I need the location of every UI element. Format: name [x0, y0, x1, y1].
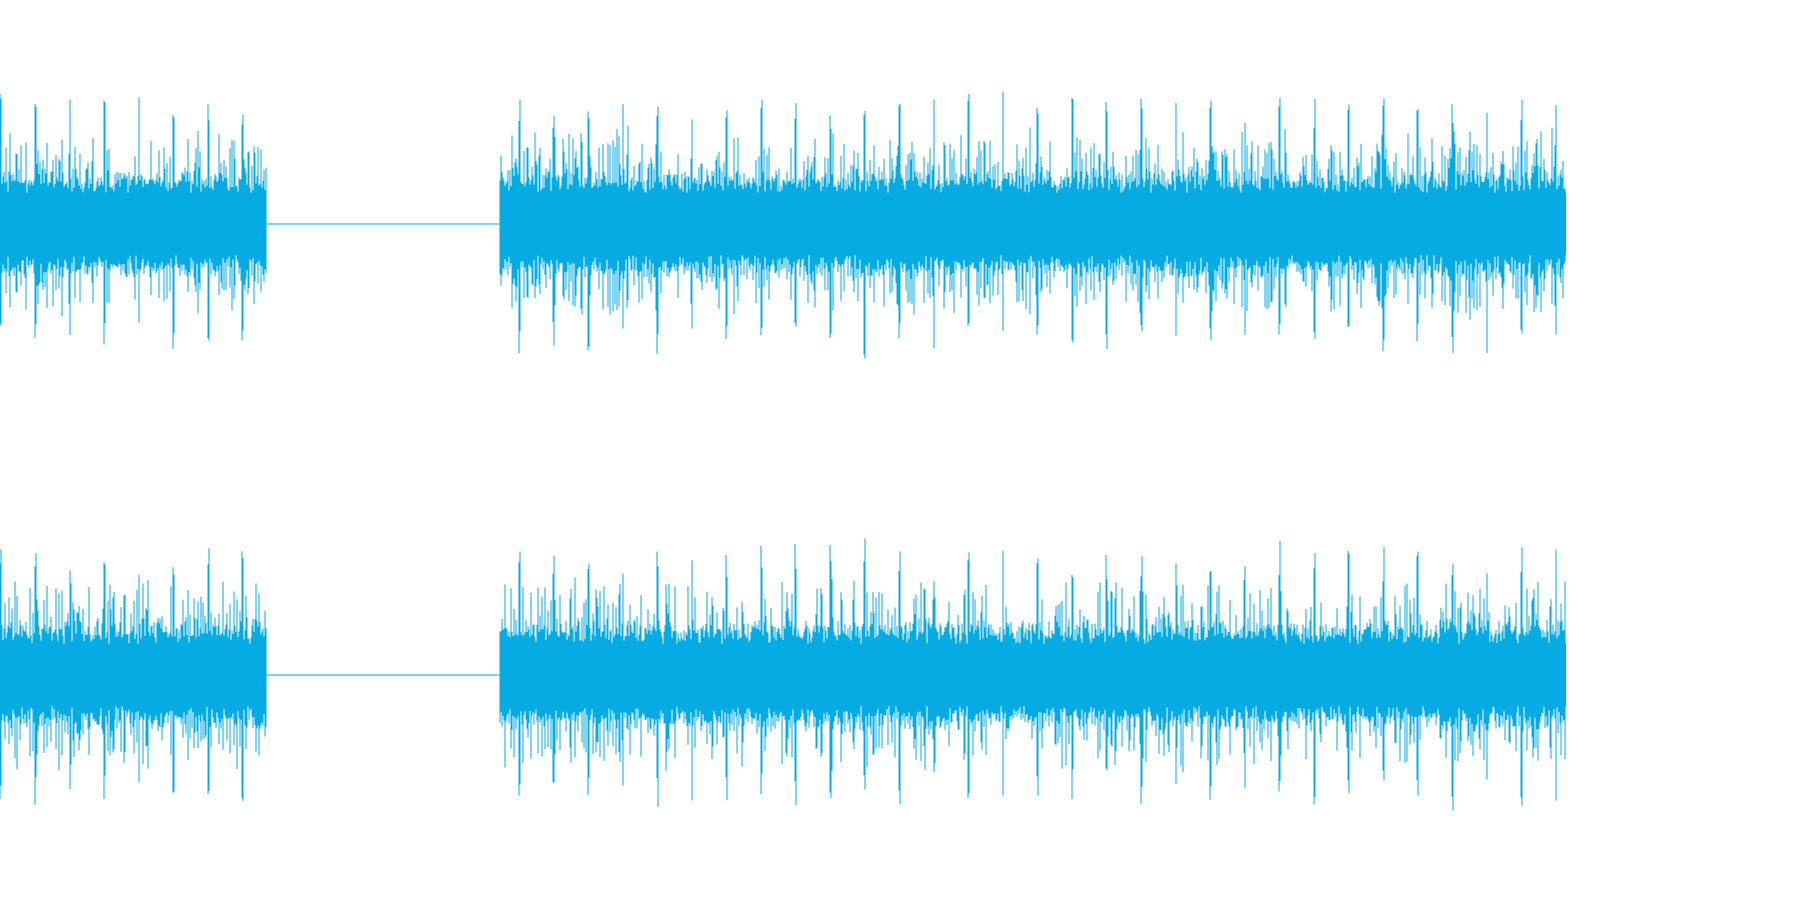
- waveform-core-band: [499, 643, 1567, 707]
- waveform-core-band: [0, 192, 267, 256]
- waveform-core-band: [499, 192, 1567, 256]
- waveform-core-band: [0, 643, 267, 707]
- waveform-channel-right: [0, 538, 1567, 811]
- waveform-channel-left: [0, 91, 1567, 359]
